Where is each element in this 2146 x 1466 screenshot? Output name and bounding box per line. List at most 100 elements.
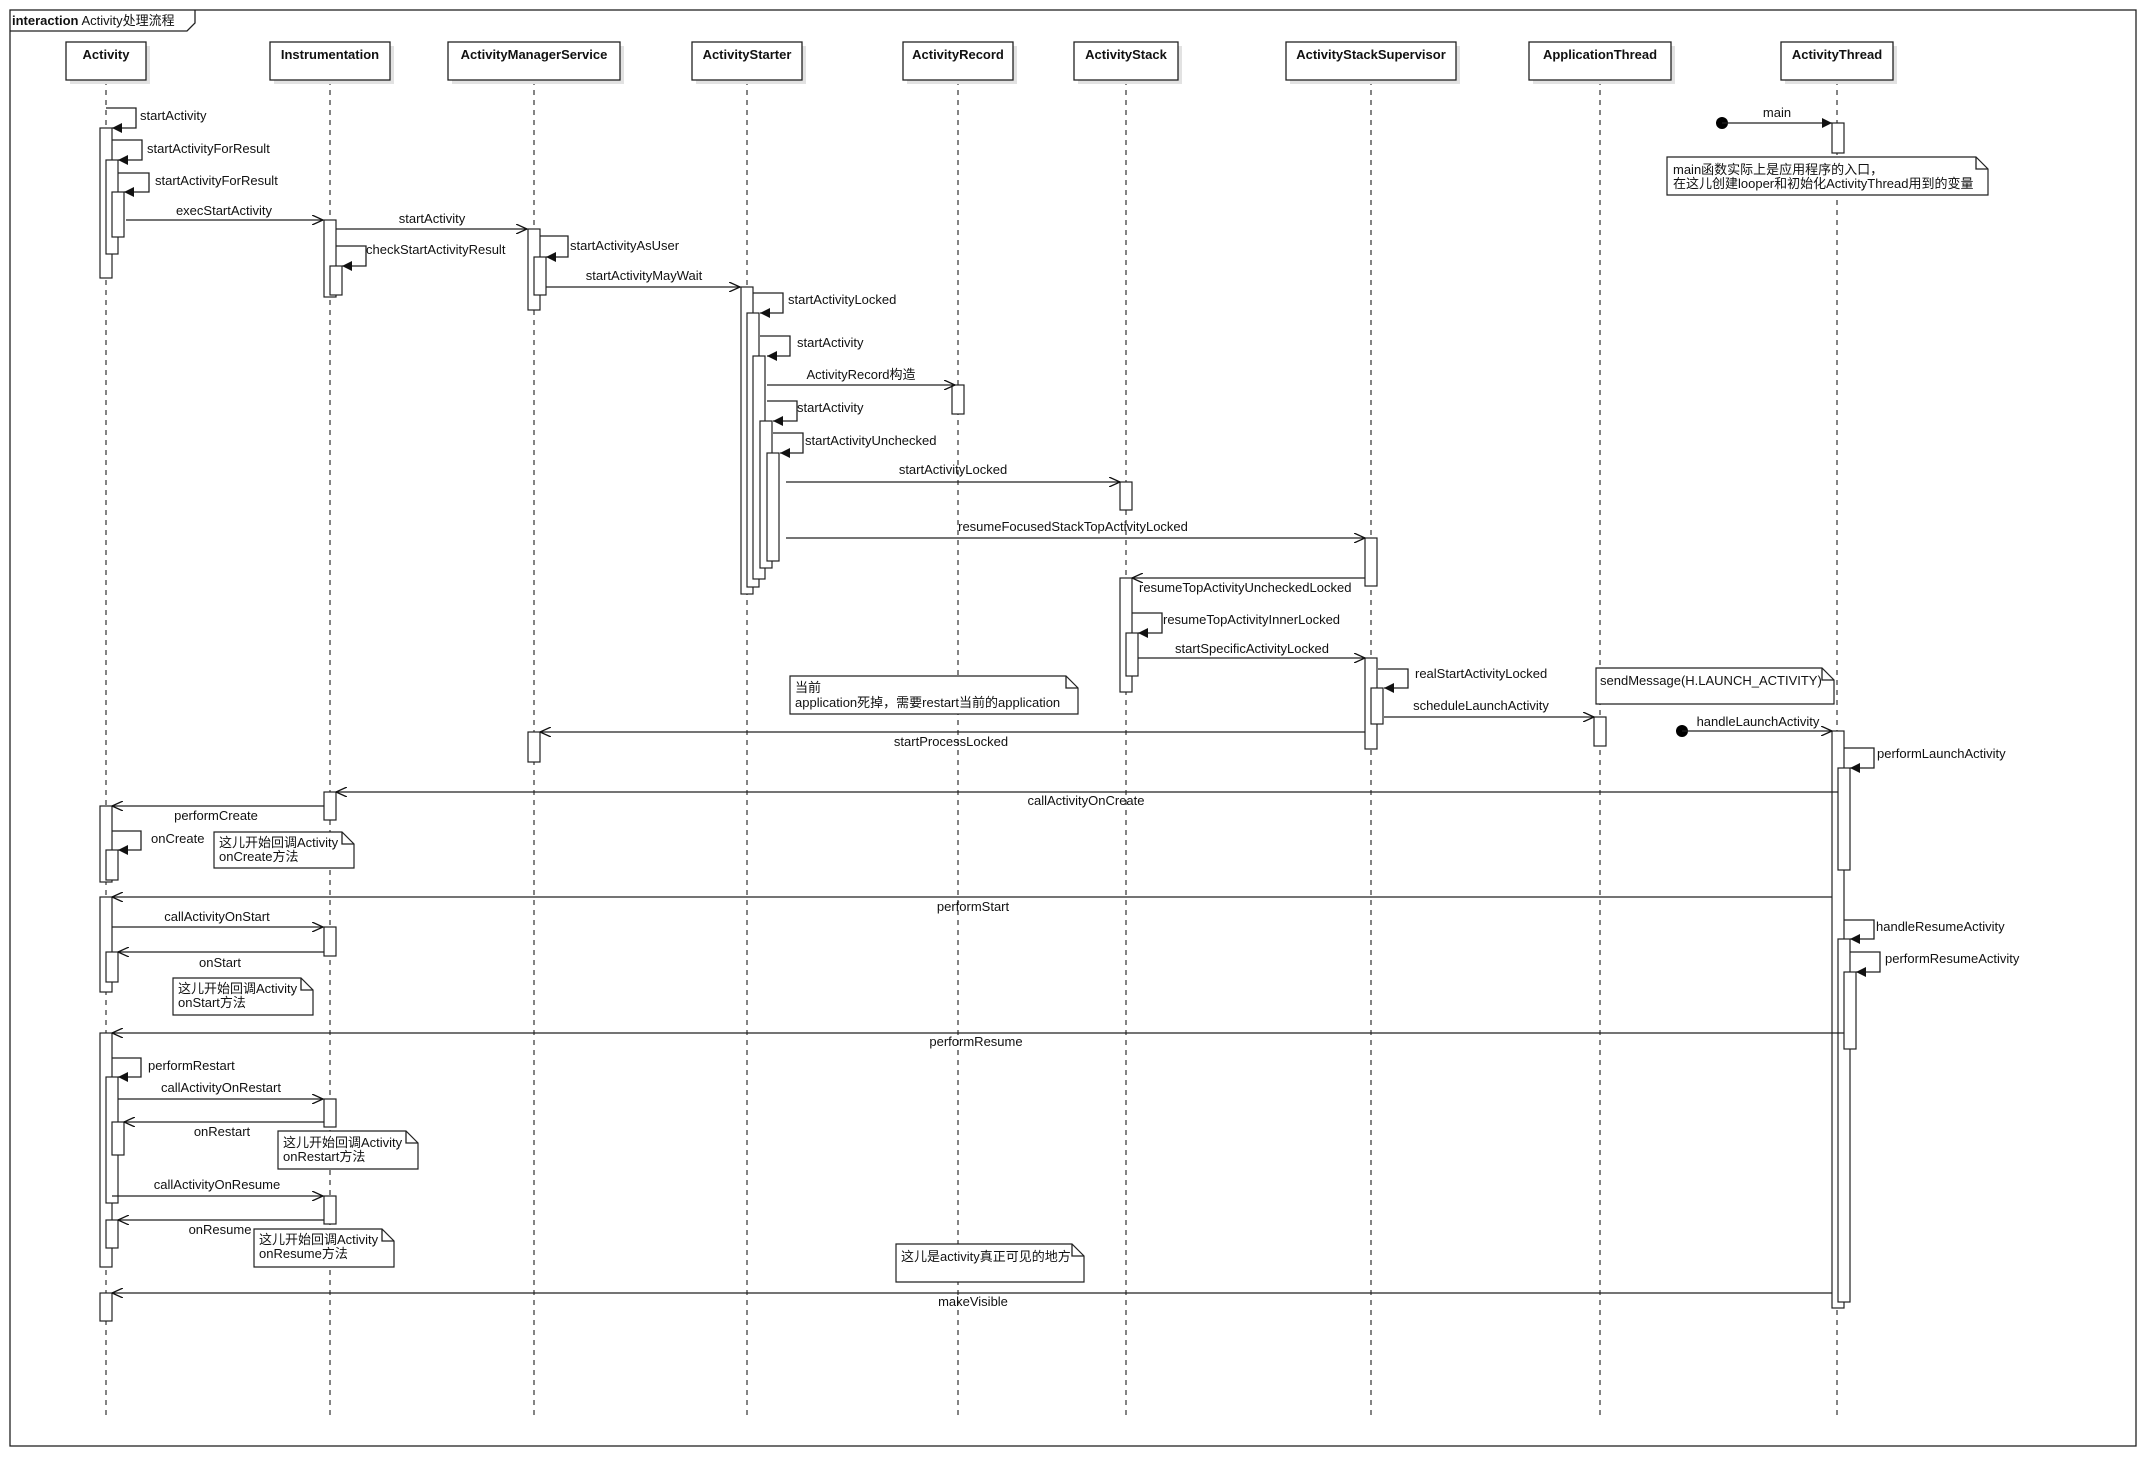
activation-bar	[1843, 971, 1857, 1050]
message-perform-resume-activity: performResumeActivity	[1850, 951, 2020, 977]
svg-text:resumeTopActivityInnerLocked: resumeTopActivityInnerLocked	[1163, 612, 1340, 627]
message-start-activity: startActivity	[106, 107, 207, 133]
svg-text:callActivityOnRestart: callActivityOnRestart	[161, 1080, 281, 1095]
svg-text:performRestart: performRestart	[148, 1058, 235, 1073]
notes: main函数实际上是应用程序的入口， 在这儿创建looper和初始化Activi…	[172, 156, 1989, 1283]
svg-text:ActivityRecord构造: ActivityRecord构造	[806, 367, 915, 382]
participant-label: ActivityRecord	[912, 47, 1004, 62]
svg-text:execStartActivity: execStartActivity	[176, 203, 273, 218]
svg-text:onCreate: onCreate	[151, 831, 204, 846]
message-on-create: onCreate	[112, 830, 204, 855]
svg-text:这儿是activity真正可见的地方: 这儿是activity真正可见的地方	[901, 1249, 1071, 1264]
note-on-restart: 这儿开始回调Activity onRestart方法	[277, 1130, 419, 1170]
svg-text:在这儿创建looper和初始化ActivityThread用: 在这儿创建looper和初始化ActivityThread用到的变量	[1673, 176, 1974, 191]
activation-bar	[323, 1098, 337, 1128]
activation-bar	[1831, 122, 1845, 154]
participant-label: ActivityStack	[1085, 47, 1167, 62]
participant-instrumentation[interactable]: Instrumentation	[269, 41, 394, 84]
activation-bar	[1119, 481, 1133, 511]
message-exec-start-activity: execStartActivity	[126, 203, 323, 220]
svg-text:onResume: onResume	[189, 1222, 252, 1237]
activation-bar	[111, 1121, 125, 1156]
svg-text:startActivityUnchecked: startActivityUnchecked	[805, 433, 937, 448]
message-starter-start-activity: startActivity	[760, 335, 864, 361]
svg-text:callActivityOnStart: callActivityOnStart	[164, 909, 270, 924]
svg-text:resumeFocusedStackTopActivityL: resumeFocusedStackTopActivityLocked	[958, 519, 1188, 534]
svg-text:onRestart方法: onRestart方法	[283, 1149, 365, 1164]
message-start-specific-activity: startSpecificActivityLocked	[1138, 641, 1365, 658]
note-make-visible: 这儿是activity真正可见的地方	[895, 1243, 1085, 1283]
message-perform-start: performStart	[112, 897, 1832, 914]
svg-text:startActivityLocked: startActivityLocked	[899, 462, 1007, 477]
message-stack-start-activity-locked: startActivityLocked	[786, 462, 1120, 482]
message-schedule-launch-activity: scheduleLaunchActivity	[1384, 698, 1594, 717]
activation-bar	[533, 256, 547, 296]
participant-record[interactable]: ActivityRecord	[902, 41, 1017, 84]
svg-text:sendMessage(H.LAUNCH_ACTIVITY): sendMessage(H.LAUNCH_ACTIVITY)	[1600, 673, 1822, 688]
activation-bar	[1370, 687, 1384, 725]
svg-text:startActivity: startActivity	[399, 211, 466, 226]
svg-text:这儿开始回调Activity: 这儿开始回调Activity	[178, 981, 298, 996]
note-main-entry: main函数实际上是应用程序的入口， 在这儿创建looper和初始化Activi…	[1666, 156, 1989, 196]
activation-bar	[766, 452, 780, 562]
activation-bar	[527, 731, 541, 763]
svg-text:checkStartActivityResult: checkStartActivityResult	[366, 242, 506, 257]
svg-text:startActivity: startActivity	[797, 400, 864, 415]
svg-text:main: main	[1763, 105, 1791, 120]
svg-text:main函数实际上是应用程序的入口，: main函数实际上是应用程序的入口，	[1673, 162, 1883, 177]
participant-label: ActivityStarter	[703, 47, 792, 62]
note-send-message: sendMessage(H.LAUNCH_ACTIVITY)	[1595, 667, 1835, 705]
message-real-start-activity: realStartActivityLocked	[1378, 666, 1547, 693]
participant-stack[interactable]: ActivityStack	[1073, 41, 1182, 84]
svg-text:scheduleLaunchActivity: scheduleLaunchActivity	[1413, 698, 1549, 713]
message-perform-launch-activity: performLaunchActivity	[1844, 746, 2006, 773]
activation-bar	[323, 791, 337, 821]
activation-bar	[105, 1219, 119, 1249]
activation-bar	[111, 191, 125, 238]
svg-text:resumeTopActivityUncheckedLock: resumeTopActivityUncheckedLocked	[1139, 580, 1351, 595]
svg-text:startActivityAsUser: startActivityAsUser	[570, 238, 680, 253]
svg-text:callActivityOnCreate: callActivityOnCreate	[1027, 793, 1144, 808]
svg-text:startActivityMayWait: startActivityMayWait	[586, 268, 703, 283]
participant-ams[interactable]: ActivityManagerService	[447, 41, 624, 84]
message-start-activity-unchecked: startActivityUnchecked	[773, 432, 937, 458]
activation-bar	[323, 1195, 337, 1225]
message-on-start: onStart	[118, 952, 324, 970]
svg-text:当前: 当前	[795, 680, 821, 695]
participant-label: ActivityManagerService	[461, 47, 608, 62]
message-starter-start-activity-2: startActivity	[767, 400, 864, 426]
activation-bar	[1364, 537, 1378, 587]
message-on-restart: onRestart	[124, 1122, 324, 1139]
svg-text:startSpecificActivityLocked: startSpecificActivityLocked	[1175, 641, 1329, 656]
message-activity-record-construct: ActivityRecord构造	[767, 367, 955, 385]
svg-text:这儿开始回调Activity: 这儿开始回调Activity	[219, 835, 339, 850]
svg-text:startActivity: startActivity	[797, 335, 864, 350]
svg-text:这儿开始回调Activity: 这儿开始回调Activity	[259, 1232, 379, 1247]
participant-supervisor[interactable]: ActivityStackSupervisor	[1285, 41, 1460, 84]
participant-starter[interactable]: ActivityStarter	[691, 41, 806, 84]
svg-text:performLaunchActivity: performLaunchActivity	[1877, 746, 2006, 761]
svg-text:callActivityOnResume: callActivityOnResume	[154, 1177, 280, 1192]
participant-activity[interactable]: Activity	[65, 41, 150, 84]
message-start-activity-for-result: startActivityForResult	[112, 139, 270, 165]
svg-text:startActivityLocked: startActivityLocked	[788, 292, 896, 307]
activation-bar	[105, 951, 119, 983]
message-resume-top-unchecked: resumeTopActivityUncheckedLocked	[1132, 578, 1365, 595]
activation-bar	[323, 926, 337, 957]
message-perform-restart: performRestart	[112, 1057, 235, 1082]
message-perform-resume: performResume	[112, 1033, 1844, 1049]
activation-bar	[1837, 767, 1851, 871]
participant-appthread[interactable]: ApplicationThread	[1528, 41, 1675, 84]
svg-text:onCreate方法: onCreate方法	[219, 849, 298, 864]
note-on-create: 这儿开始回调Activity onCreate方法	[213, 831, 355, 869]
message-handle-launch-activity: handleLaunchActivity	[1676, 714, 1832, 737]
participant-thread[interactable]: ActivityThread	[1780, 41, 1897, 84]
activation-bar	[105, 849, 119, 881]
svg-text:performCreate: performCreate	[174, 808, 258, 823]
activation-bar	[951, 384, 965, 415]
svg-text:onRestart: onRestart	[194, 1124, 251, 1139]
